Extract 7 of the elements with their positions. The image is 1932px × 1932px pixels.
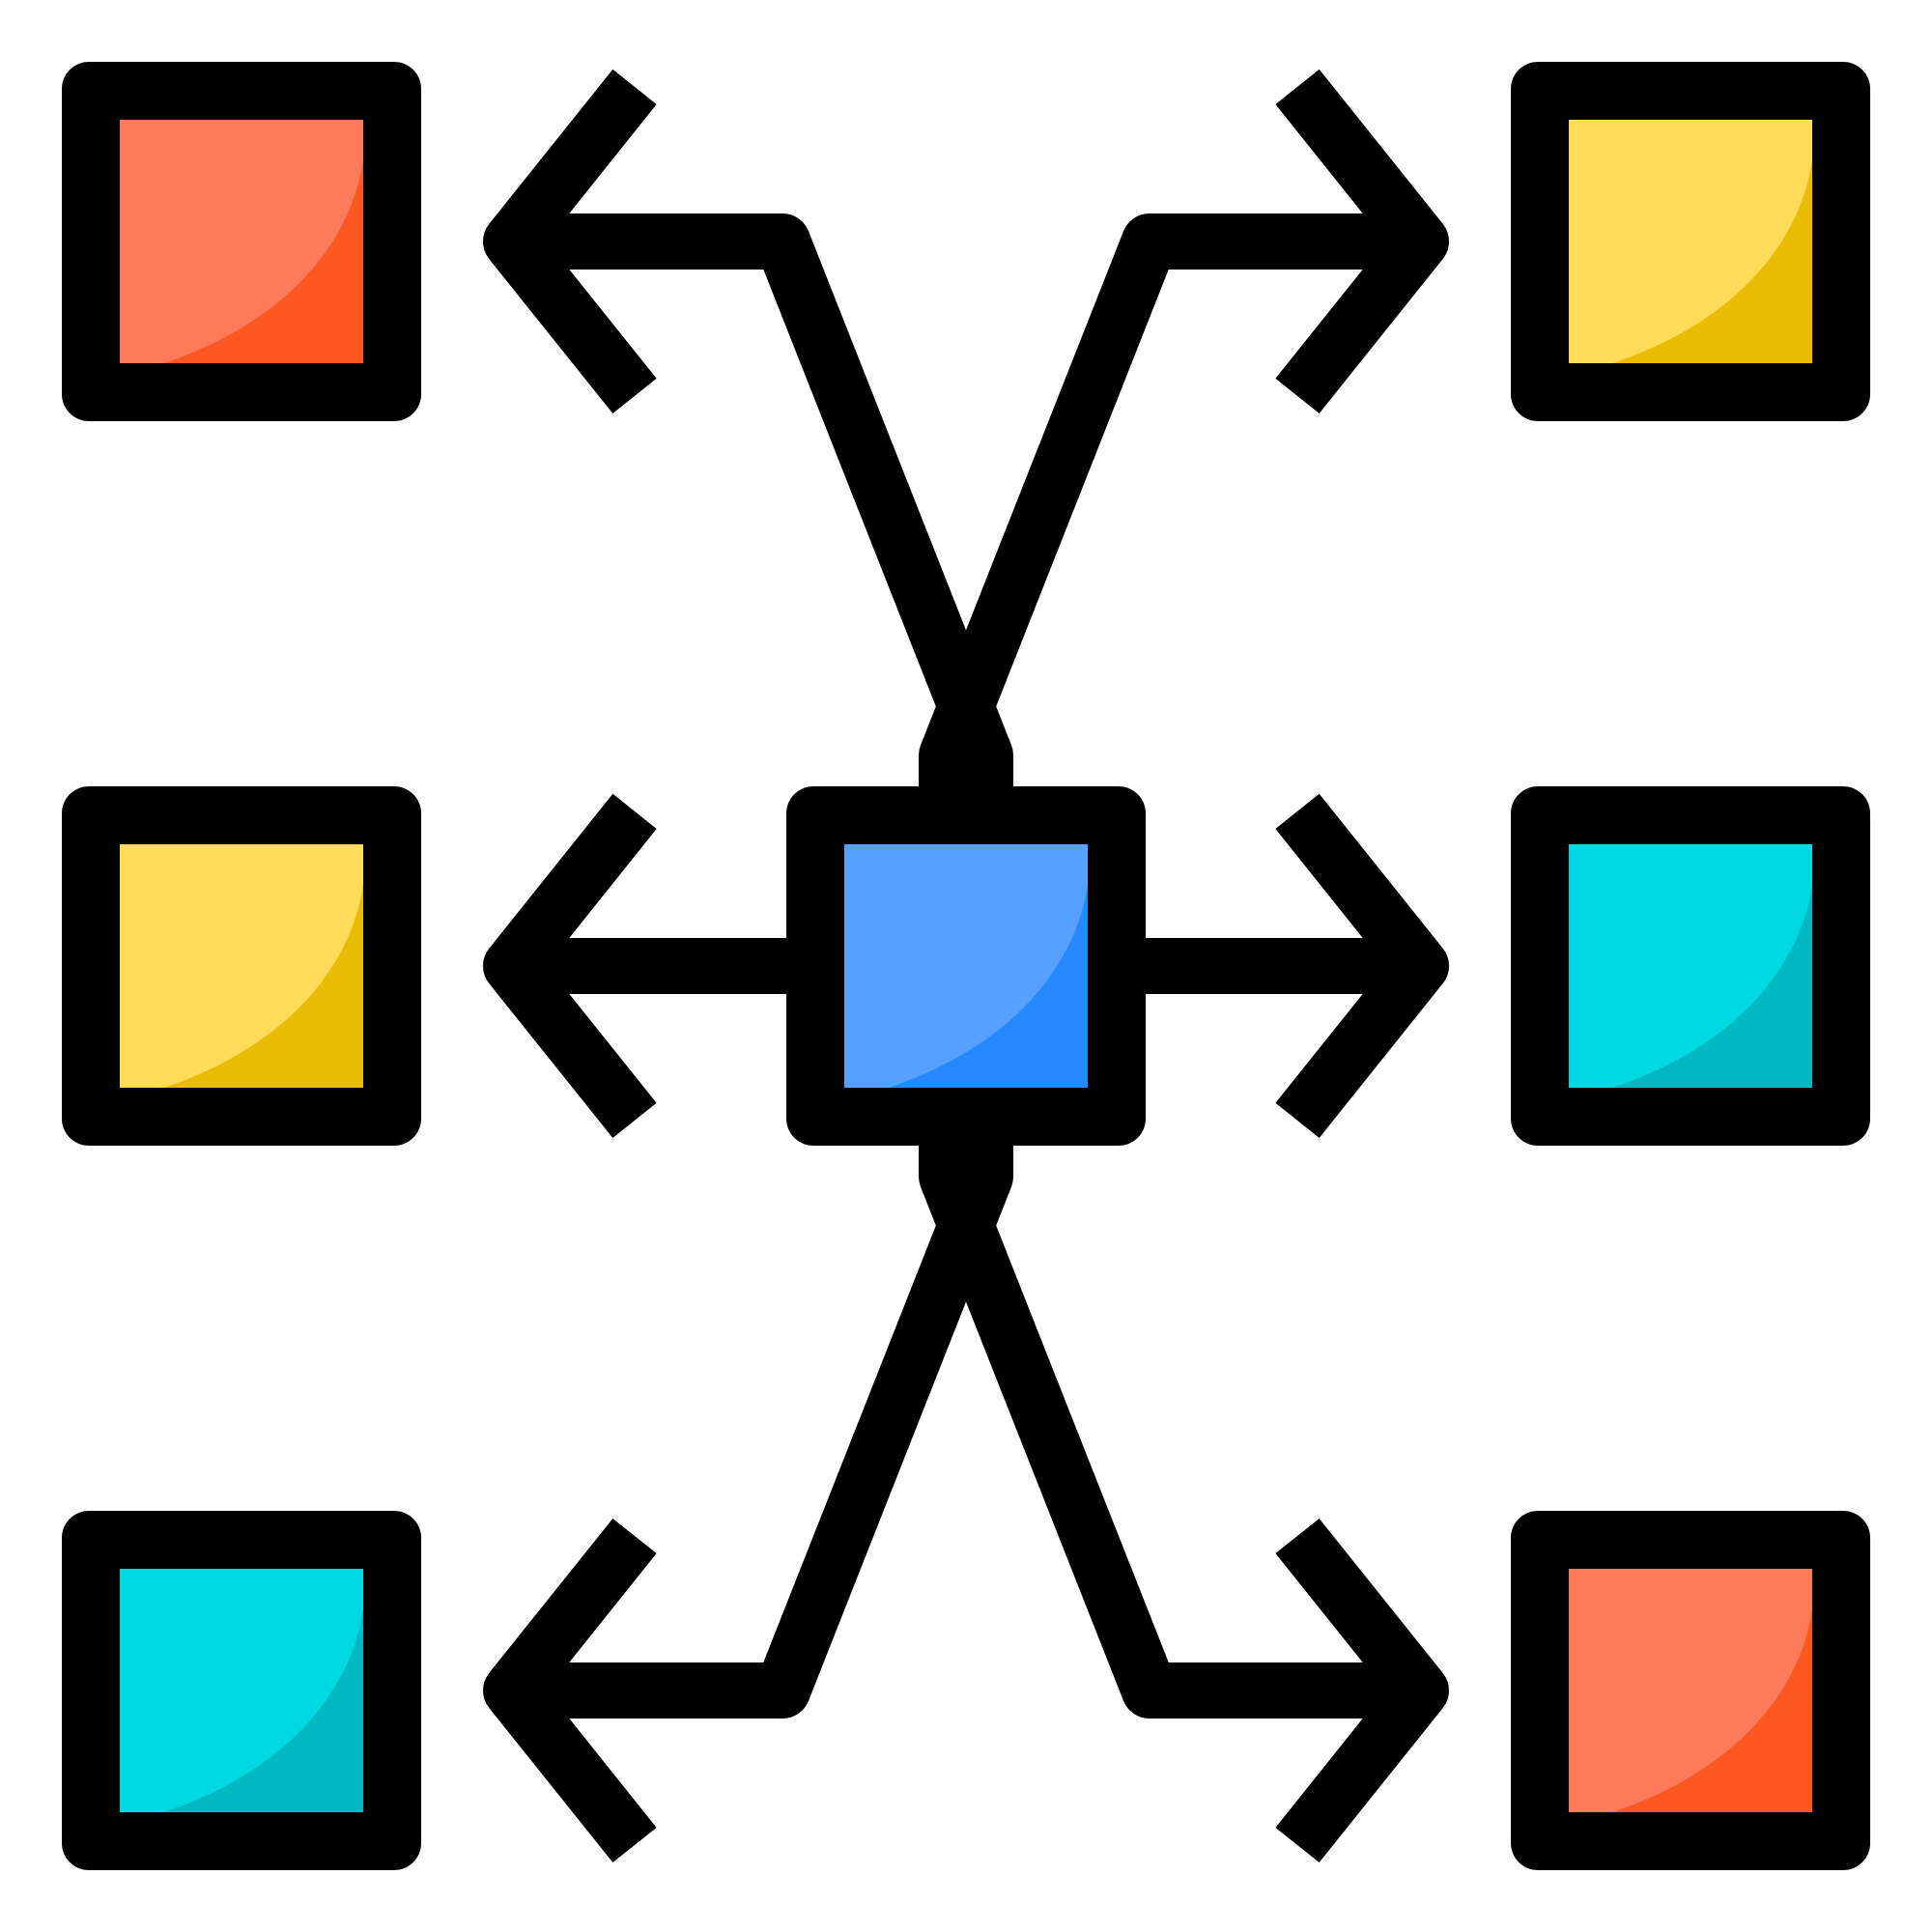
square-box [786, 786, 1146, 1146]
square-box [62, 1511, 421, 1870]
square-box [62, 786, 421, 1146]
square-box [1511, 786, 1871, 1146]
square-box [62, 61, 421, 421]
square-box [1511, 1511, 1871, 1870]
square-box [1511, 61, 1871, 421]
